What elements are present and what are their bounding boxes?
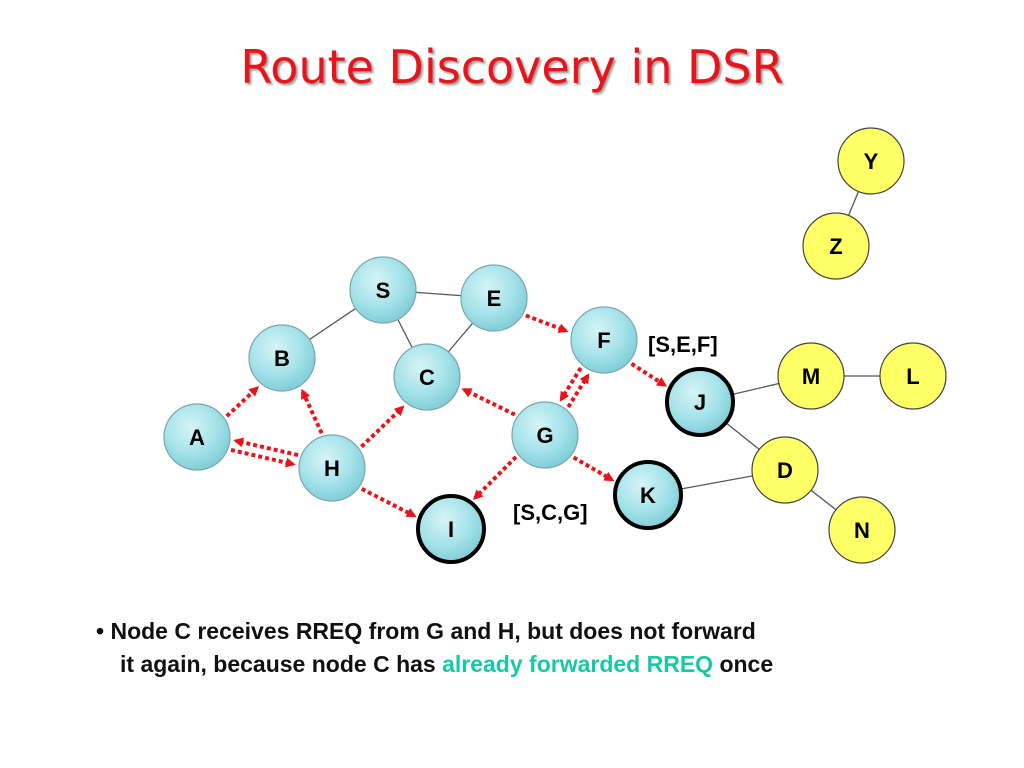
rreq-arrow-h-to-c (360, 405, 405, 449)
node-circle-a (163, 403, 231, 471)
node-label-e: E (487, 286, 502, 311)
node-circle-j (665, 367, 735, 437)
node-label-a: A (189, 425, 205, 450)
node-circle-s (349, 256, 417, 324)
node-label-f: F (597, 328, 610, 353)
rreq-arrows-layer (225, 313, 668, 518)
node-n: N (828, 496, 896, 564)
rreq-arrow-a-to-h (230, 447, 296, 468)
node-f: F (570, 306, 638, 374)
node-d: D (751, 436, 819, 504)
node-circle-z (802, 212, 870, 280)
caption: • Node C receives RREQ from G and H, but… (96, 615, 976, 681)
node-e: E (460, 264, 528, 332)
route-label-j: [S,E,F] (648, 332, 718, 357)
node-label-d: D (777, 458, 793, 483)
rreq-arrow-f-to-j (630, 362, 668, 387)
rreq-arrow-f-to-g (559, 366, 583, 402)
node-label-i: I (448, 517, 454, 542)
node-label-m: M (802, 364, 820, 389)
node-b: B (248, 324, 316, 392)
node-circle-d (751, 436, 819, 504)
node-circle-m (777, 342, 845, 410)
node-label-j: J (694, 390, 706, 415)
caption-part3: once (719, 651, 774, 677)
node-z: Z (802, 212, 870, 280)
node-circle-y (837, 127, 905, 195)
node-c: C (393, 343, 461, 411)
caption-highlight: already forwarded RREQ (442, 651, 714, 677)
node-s: S (349, 256, 417, 324)
node-label-n: N (854, 518, 870, 543)
node-circle-i (416, 494, 486, 564)
node-label-c: C (419, 365, 435, 390)
node-label-k: K (640, 483, 656, 508)
rreq-arrow-a-to-b (225, 386, 260, 418)
node-circle-h (298, 434, 366, 502)
rreq-arrow-g-to-c (461, 387, 516, 417)
node-a: A (163, 403, 231, 471)
node-circle-g (511, 401, 579, 469)
node-label-g: G (536, 423, 553, 448)
node-h: H (298, 434, 366, 502)
rreq-arrow-e-to-f (525, 313, 569, 333)
node-label-h: H (324, 456, 340, 481)
node-i: I (416, 494, 486, 564)
caption-line2: it again, because node C has already for… (96, 648, 976, 681)
node-circle-f (570, 306, 638, 374)
caption-bullet: • (96, 618, 105, 644)
node-circle-c (393, 343, 461, 411)
node-l: L (879, 342, 947, 410)
nodes-layer: S E F B C A G H I J K Y Z M L D N (163, 127, 947, 564)
route-label-k: [S,C,G] (513, 500, 588, 525)
node-m: M (777, 342, 845, 410)
node-label-s: S (376, 278, 391, 303)
caption-part1: Node C receives RREQ from G and H, but d… (110, 618, 756, 644)
node-label-z: Z (829, 234, 842, 259)
node-circle-k (613, 460, 683, 530)
node-label-b: B (274, 346, 290, 371)
node-j: J (665, 367, 735, 437)
rreq-arrow-g-to-k (572, 455, 615, 482)
rreq-arrow-g-to-i (472, 455, 518, 501)
node-circle-e (460, 264, 528, 332)
rreq-arrow-g-to-f (566, 373, 590, 409)
slide-title: Route Discovery in DSR (240, 40, 784, 94)
node-g: G (511, 401, 579, 469)
node-circle-b (248, 324, 316, 392)
rreq-arrow-h-to-i (360, 487, 417, 518)
node-y: Y (837, 127, 905, 195)
caption-part2: it again, because node C has (120, 651, 436, 677)
node-label-l: L (906, 364, 919, 389)
rreq-arrow-h-to-b (300, 388, 324, 434)
node-k: K (613, 460, 683, 530)
node-circle-l (879, 342, 947, 410)
rreq-arrow-h-to-a (233, 437, 299, 458)
node-label-y: Y (864, 149, 879, 174)
node-circle-n (828, 496, 896, 564)
